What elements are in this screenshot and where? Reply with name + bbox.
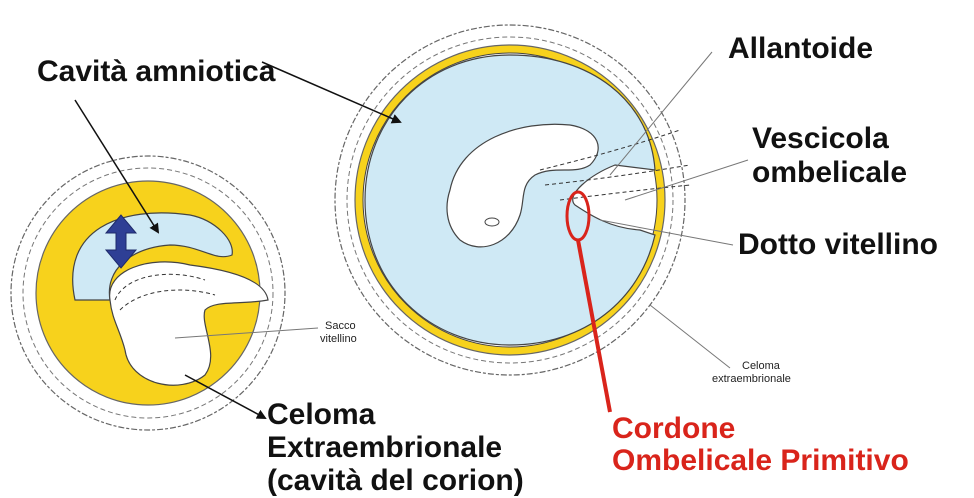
right-embryo (335, 25, 690, 412)
label-celoma-line2: Extraembrionale (267, 431, 502, 465)
label-vescicola-line1: Vescicola (752, 122, 889, 156)
label-cordone-line1: Cordone (612, 412, 735, 446)
label-cavita-amniotica: Cavità amniotica (37, 55, 275, 89)
label-vescicola-line2: ombelicale (752, 156, 907, 190)
label-sacco-line2: vitellino (320, 333, 357, 345)
label-celoma-small-line2: extraembrionale (712, 373, 791, 385)
label-celoma-line3: (cavità del corion) (267, 464, 524, 498)
leader-celoma-small (650, 305, 730, 368)
left-embryo (11, 156, 285, 430)
label-celoma-line1: Celoma (267, 398, 375, 432)
label-sacco-line1: Sacco (325, 320, 356, 332)
label-cordone-line2: Ombelicale Primitivo (612, 444, 909, 478)
label-dotto-vitellino: Dotto vitellino (738, 228, 938, 262)
label-allantoide: Allantoide (728, 32, 873, 66)
label-celoma-small-line1: Celoma (742, 360, 780, 372)
right-embryo-spot (485, 218, 499, 226)
